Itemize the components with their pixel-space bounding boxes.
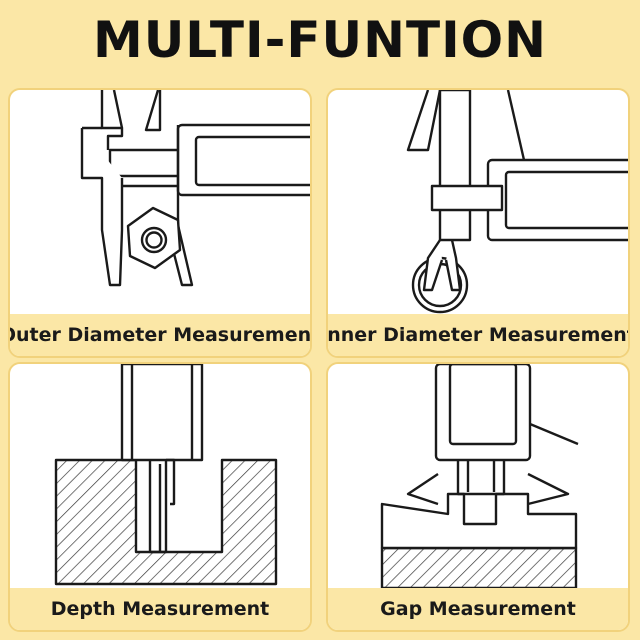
page-title: MULTI-FUNTION bbox=[92, 11, 548, 69]
gap-caption: Gap Measurement bbox=[328, 588, 628, 630]
outer-diameter-panel: Outer Diameter Measurement bbox=[8, 88, 312, 358]
depth-panel: Depth Measurement bbox=[8, 362, 312, 632]
gap-panel: Gap Measurement bbox=[326, 362, 630, 632]
inner-diameter-caption: Inner Diameter Measurement bbox=[328, 314, 628, 356]
depth-caliper-icon bbox=[54, 364, 278, 586]
gap-caliper-icon bbox=[380, 364, 579, 590]
outer-diameter-caption: Outer Diameter Measurement bbox=[10, 314, 310, 356]
inner-diameter-panel: Inner Diameter Measurement bbox=[326, 88, 630, 358]
depth-caption: Depth Measurement bbox=[10, 588, 310, 630]
inner-diameter-caliper-icon bbox=[406, 90, 628, 314]
outer-diameter-caliper-icon bbox=[80, 90, 310, 287]
